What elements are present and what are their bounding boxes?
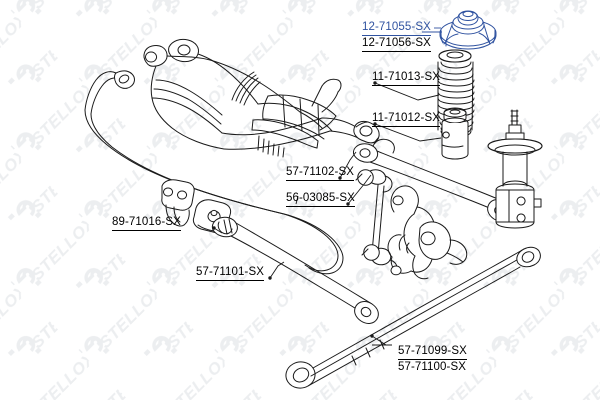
part-label-12-71055-sx[interactable]: 12-71055-SX: [362, 21, 431, 36]
part-label-57-71099-sx[interactable]: 57-71099-SX: [398, 345, 467, 360]
part-label-12-71056-sx[interactable]: 12-71056-SX: [362, 37, 431, 52]
part-label-56-03085-sx[interactable]: 56-03085-SX: [286, 192, 355, 207]
part-label-11-71013-sx[interactable]: 11-71013-SX: [372, 71, 441, 86]
part-label-57-71100-sx[interactable]: 57-71100-SX: [398, 361, 467, 373]
part-label-57-71101-sx[interactable]: 57-71101-SX: [196, 266, 265, 281]
part-label-57-71102-sx[interactable]: 57-71102-SX: [286, 166, 355, 181]
part-label-11-71012-sx[interactable]: 11-71012-SX: [372, 112, 441, 127]
part-label-89-71016-sx[interactable]: 89-71016-SX: [112, 216, 181, 231]
